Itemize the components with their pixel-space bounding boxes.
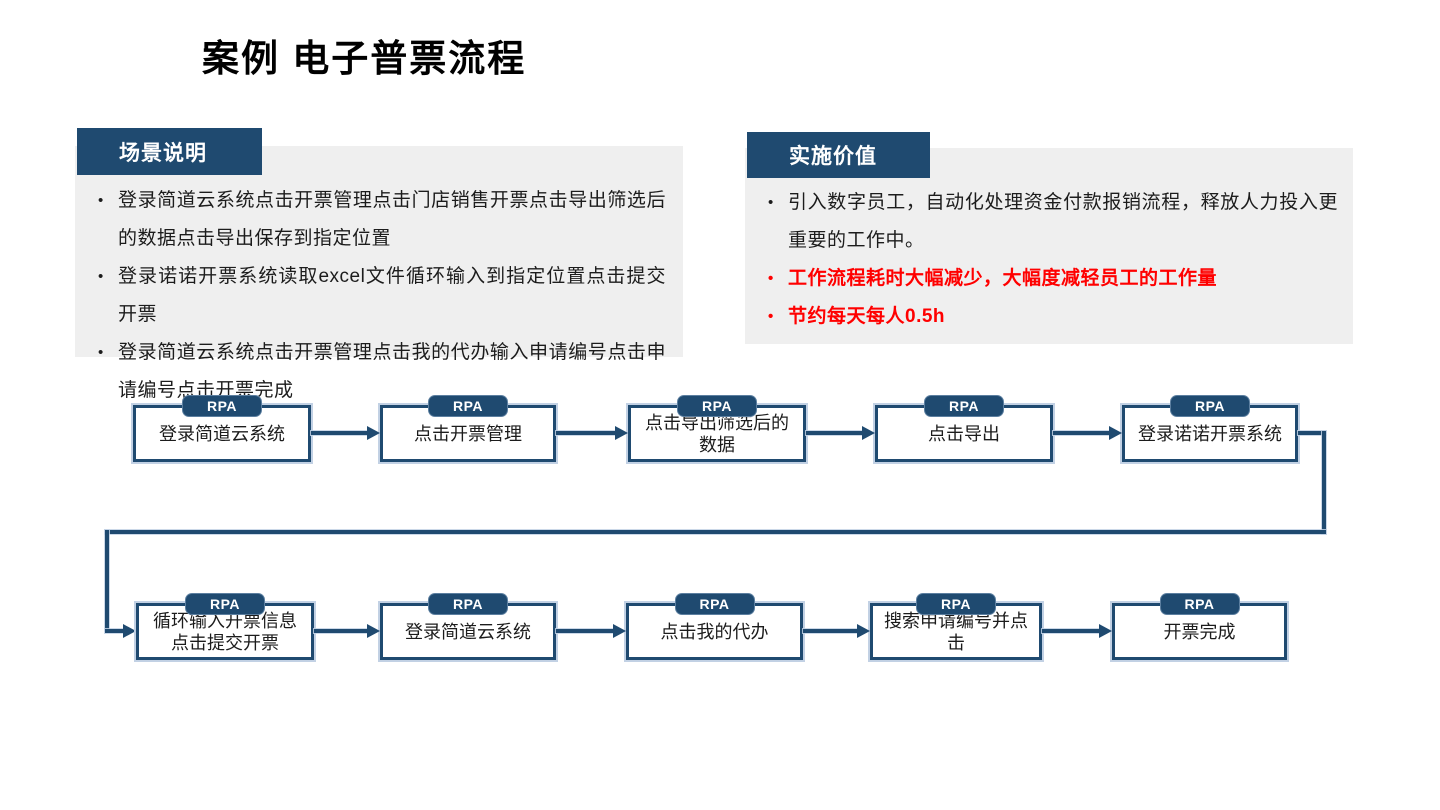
flow-arrowhead <box>1109 426 1122 440</box>
bullet-icon: • <box>98 344 104 361</box>
scenario-bullet-text: 登录简道云系统点击开票管理点击门店销售开票点击导出筛选后的数据点击导出保存到指定… <box>118 190 666 249</box>
rpa-tag: RPA <box>428 593 508 615</box>
rpa-tag: RPA <box>428 395 508 417</box>
scenario-header: 场景说明 <box>77 128 262 175</box>
rpa-tag: RPA <box>1159 593 1240 615</box>
page-title: 案例 电子普票流程 <box>202 38 527 79</box>
rpa-tag: RPA <box>924 395 1004 417</box>
flow-step-click-export: RPA 点击导出 <box>875 395 1053 462</box>
flow-step-invoice-complete: RPA 开票完成 <box>1112 593 1287 660</box>
bullet-icon: • <box>98 268 104 285</box>
value-bullet: • 引入数字员工，自动化处理资金付款报销流程，释放人力投入更重要的工作中。 <box>768 184 1338 260</box>
flow-step-invoice-management: RPA 点击开票管理 <box>380 395 556 462</box>
bullet-icon: • <box>98 192 104 209</box>
flow-connector-line <box>556 629 615 633</box>
flow-arrowhead <box>613 624 626 638</box>
flow-step-label: 点击开票管理 <box>414 423 522 444</box>
flow-connector-line <box>311 431 369 435</box>
value-panel <box>745 148 1353 344</box>
flow-step-label: 开票完成 <box>1163 621 1236 642</box>
scenario-bullet: • 登录诺诺开票系统读取excel文件循环输入到指定位置点击提交开票 <box>98 258 666 334</box>
flow-connector-line <box>556 431 617 435</box>
flow-connector-line <box>1322 431 1326 534</box>
flow-step-label: 点击导出筛选后的 数据 <box>645 412 789 455</box>
flow-step-login-jiandaoyun: RPA 登录简道云系统 <box>133 395 311 462</box>
scenario-panel <box>75 146 683 357</box>
value-header: 实施价值 <box>747 132 930 178</box>
scenario-bullet-text: 登录诺诺开票系统读取excel文件循环输入到指定位置点击提交开票 <box>118 266 666 325</box>
flow-step-label: 循环输入开票信息 点击提交开票 <box>153 610 297 653</box>
rpa-tag: RPA <box>1170 395 1250 417</box>
rpa-tag: RPA <box>185 593 265 615</box>
flow-step-label: 点击我的代办 <box>660 621 769 642</box>
flow-connector-line <box>105 530 109 631</box>
flow-step-label: 登录简道云系统 <box>405 621 531 642</box>
flow-arrowhead <box>615 426 628 440</box>
flow-step-export-filtered-data: RPA 点击导出筛选后的 数据 <box>628 395 806 462</box>
flow-step-loop-input-submit: RPA 循环输入开票信息 点击提交开票 <box>136 593 314 660</box>
value-bullet-text: 节约每天每人0.5h <box>788 306 946 327</box>
flow-step-login-nuonuo: RPA 登录诺诺开票系统 <box>1122 395 1298 462</box>
bullet-icon: • <box>768 270 774 287</box>
flow-connector-line <box>1053 431 1111 435</box>
flow-connector-line <box>1042 629 1101 633</box>
bullet-icon: • <box>768 308 774 325</box>
flow-step-search-application-number: RPA 搜索申请编号并点 击 <box>870 593 1042 660</box>
value-bullet-text: 工作流程耗时大幅减少，大幅度减轻员工的工作量 <box>788 268 1218 289</box>
flow-arrowhead <box>367 426 380 440</box>
flow-connector-line <box>314 629 369 633</box>
scenario-bullet: • 登录简道云系统点击开票管理点击门店销售开票点击导出筛选后的数据点击导出保存到… <box>98 182 666 258</box>
scenario-bullets: • 登录简道云系统点击开票管理点击门店销售开票点击导出筛选后的数据点击导出保存到… <box>98 182 666 410</box>
value-bullet-emphasis: • 工作流程耗时大幅减少，大幅度减轻员工的工作量 <box>768 260 1338 298</box>
flow-arrowhead <box>857 624 870 638</box>
value-bullets: • 引入数字员工，自动化处理资金付款报销流程，释放人力投入更重要的工作中。 • … <box>768 184 1338 336</box>
rpa-tag: RPA <box>674 593 755 615</box>
flow-step-label: 点击导出 <box>928 423 1000 444</box>
value-bullet-text: 引入数字员工，自动化处理资金付款报销流程，释放人力投入更重要的工作中。 <box>788 192 1338 251</box>
flow-connector-line <box>105 629 125 633</box>
flow-connector-line <box>803 629 859 633</box>
flow-arrowhead <box>367 624 380 638</box>
flow-step-label: 登录诺诺开票系统 <box>1138 423 1282 444</box>
bullet-icon: • <box>768 194 774 211</box>
flow-connector-line <box>105 530 1326 534</box>
flow-arrowhead <box>862 426 875 440</box>
rpa-tag: RPA <box>677 395 757 417</box>
flow-arrowhead <box>123 624 136 638</box>
rpa-tag: RPA <box>916 593 996 615</box>
flow-step-label: 登录简道云系统 <box>159 423 285 444</box>
flow-connector-line <box>1298 431 1326 435</box>
flow-arrowhead <box>1099 624 1112 638</box>
rpa-tag: RPA <box>182 395 262 417</box>
flow-step-my-todo: RPA 点击我的代办 <box>626 593 803 660</box>
flow-connector-line <box>806 431 864 435</box>
flow-step-label: 搜索申请编号并点 击 <box>884 610 1028 653</box>
flow-step-login-jiandaoyun-2: RPA 登录简道云系统 <box>380 593 556 660</box>
value-bullet-emphasis: • 节约每天每人0.5h <box>768 298 1338 336</box>
